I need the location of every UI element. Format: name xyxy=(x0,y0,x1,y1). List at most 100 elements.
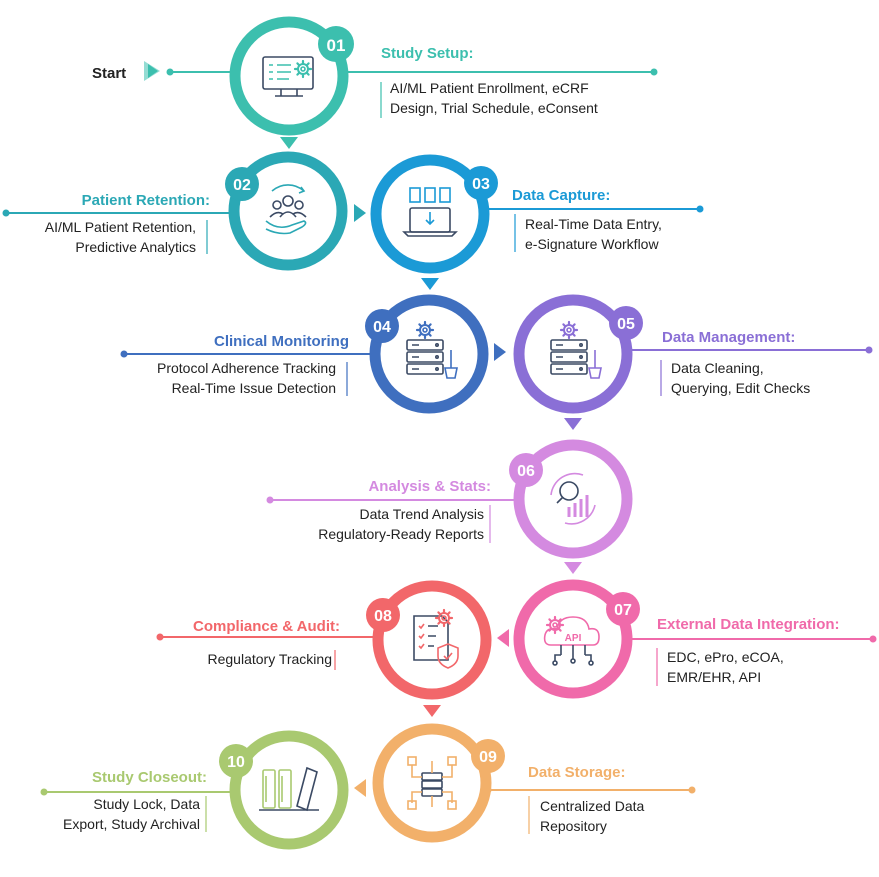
step-04-line-1: Protocol Adherence Tracking xyxy=(157,360,336,376)
step-07-title: External Data Integration: xyxy=(657,616,840,633)
svg-text:API: API xyxy=(565,633,582,644)
archive-folders-icon xyxy=(259,766,319,812)
connector-arrow xyxy=(497,629,509,647)
step-06-line-1: Data Trend Analysis xyxy=(359,506,484,522)
step-06: 06 Analysis & Stats: Data Trend Analysis… xyxy=(318,439,633,559)
leader-dot xyxy=(869,635,877,643)
leader-dot xyxy=(688,786,696,794)
leader-dot xyxy=(40,788,48,796)
checklist-shield-icon xyxy=(413,608,459,669)
step-06-badge xyxy=(509,453,543,487)
step-02-title: Patient Retention: xyxy=(82,192,210,209)
step-09-number: 09 xyxy=(479,749,497,766)
step-04-badge xyxy=(365,309,399,343)
step-02-ring xyxy=(228,151,348,271)
step-01-line-2: Design, Trial Schedule, eConsent xyxy=(390,100,598,116)
step-03-title: Data Capture: xyxy=(512,187,610,204)
step-02-line-1: AI/ML Patient Retention, xyxy=(45,219,196,235)
connector-arrow xyxy=(423,705,441,717)
step-01-badge xyxy=(318,26,354,62)
step-05-line-1: Data Cleaning, xyxy=(671,360,764,376)
step-07-line-1: EDC, ePro, eCOA, xyxy=(667,649,784,665)
step-01: 01 Study Setup: AI/ML Patient Enrollment… xyxy=(229,16,598,136)
step-10-line-1: Study Lock, Data xyxy=(93,796,200,812)
step-05-number: 05 xyxy=(617,316,635,333)
step-05-line-2: Querying, Edit Checks xyxy=(671,380,810,396)
step-07-number: 07 xyxy=(614,602,632,619)
leader-dot xyxy=(166,68,174,76)
step-08-ring xyxy=(372,580,492,700)
step-03-line-1: Real-Time Data Entry, xyxy=(525,216,662,232)
step-02: 02 Patient Retention: AI/ML Patient Rete… xyxy=(45,151,348,271)
leader-lines xyxy=(2,68,877,796)
laptop-forms-icon xyxy=(402,187,458,237)
step-08-line-1: Regulatory Tracking xyxy=(207,651,332,667)
leader-dot xyxy=(650,68,658,76)
step-05-ring xyxy=(513,294,633,414)
step-04-title: Clinical Monitoring xyxy=(214,333,349,350)
step-09-badge xyxy=(471,739,505,773)
leader-dot xyxy=(2,209,10,217)
step-09-title: Data Storage: xyxy=(528,764,626,781)
leader-dot xyxy=(266,496,274,504)
step-04-number: 04 xyxy=(373,319,391,336)
step-07-line-2: EMR/EHR, API xyxy=(667,669,761,685)
server-settings-icon xyxy=(406,320,458,379)
connector-arrow xyxy=(280,137,298,149)
step-10-number: 10 xyxy=(227,754,245,771)
step-03: 03 Data Capture: Real-Time Data Entry, e… xyxy=(370,154,662,274)
start-label: Start xyxy=(92,65,126,82)
connector-arrow xyxy=(354,204,366,222)
step-04: 04 Clinical Monitoring Protocol Adherenc… xyxy=(157,294,489,414)
analytics-search-icon xyxy=(550,472,596,525)
connector-arrow xyxy=(494,343,506,361)
step-10-ring xyxy=(229,730,349,850)
step-08-number: 08 xyxy=(374,608,392,625)
connector-arrow xyxy=(564,562,582,574)
step-07: API 07 External Data Integration: EDC, e… xyxy=(513,579,840,699)
step-01-title: Study Setup: xyxy=(381,45,474,62)
step-01-line-1: AI/ML Patient Enrollment, eCRF xyxy=(390,80,589,96)
step-02-number: 02 xyxy=(233,177,251,194)
step-06-line-2: Regulatory-Ready Reports xyxy=(318,526,484,542)
step-08-title: Compliance & Audit: xyxy=(193,618,340,635)
step-03-line-2: e-Signature Workflow xyxy=(525,236,659,252)
step-09-line-2: Repository xyxy=(540,818,607,834)
step-10-title: Study Closeout: xyxy=(92,769,207,786)
step-04-line-2: Real-Time Issue Detection xyxy=(172,380,336,396)
step-09-ring xyxy=(372,723,492,843)
step-05-badge xyxy=(609,306,643,340)
step-05-title: Data Management: xyxy=(662,329,795,346)
connector-arrow xyxy=(421,278,439,290)
step-10-line-2: Export, Study Archival xyxy=(63,816,200,832)
server-cleaning-icon xyxy=(550,320,602,379)
step-09-line-1: Centralized Data xyxy=(540,798,644,814)
step-07-ring xyxy=(513,579,633,699)
step-06-number: 06 xyxy=(517,463,535,480)
monitor-settings-icon xyxy=(262,56,314,97)
step-02-badge xyxy=(225,167,259,201)
step-03-number: 03 xyxy=(472,176,490,193)
step-10-badge xyxy=(219,744,253,778)
step-10: 10 Study Closeout: Study Lock, Data Expo… xyxy=(63,730,349,850)
step-01-number: 01 xyxy=(327,36,346,55)
cloud-api-icon: API xyxy=(543,615,600,666)
connector-arrow xyxy=(564,418,582,430)
leader-dot xyxy=(120,350,128,358)
start-marker: Start xyxy=(92,61,160,82)
step-05: 05 Data Management: Data Cleaning, Query… xyxy=(513,294,810,414)
step-06-title: Analysis & Stats: xyxy=(368,478,491,495)
step-03-badge xyxy=(464,166,498,200)
step-01-ring xyxy=(229,16,349,136)
connectors xyxy=(280,137,582,797)
leader-dot xyxy=(696,205,704,213)
connector-arrow xyxy=(354,779,366,797)
step-02-line-2: Predictive Analytics xyxy=(75,239,196,255)
patients-hand-icon xyxy=(265,184,307,235)
leader-dot xyxy=(156,633,164,641)
step-09: 09 Data Storage: Centralized Data Reposi… xyxy=(372,723,644,843)
leader-dot xyxy=(865,346,873,354)
step-08-badge xyxy=(366,598,400,632)
step-07-badge xyxy=(606,592,640,626)
